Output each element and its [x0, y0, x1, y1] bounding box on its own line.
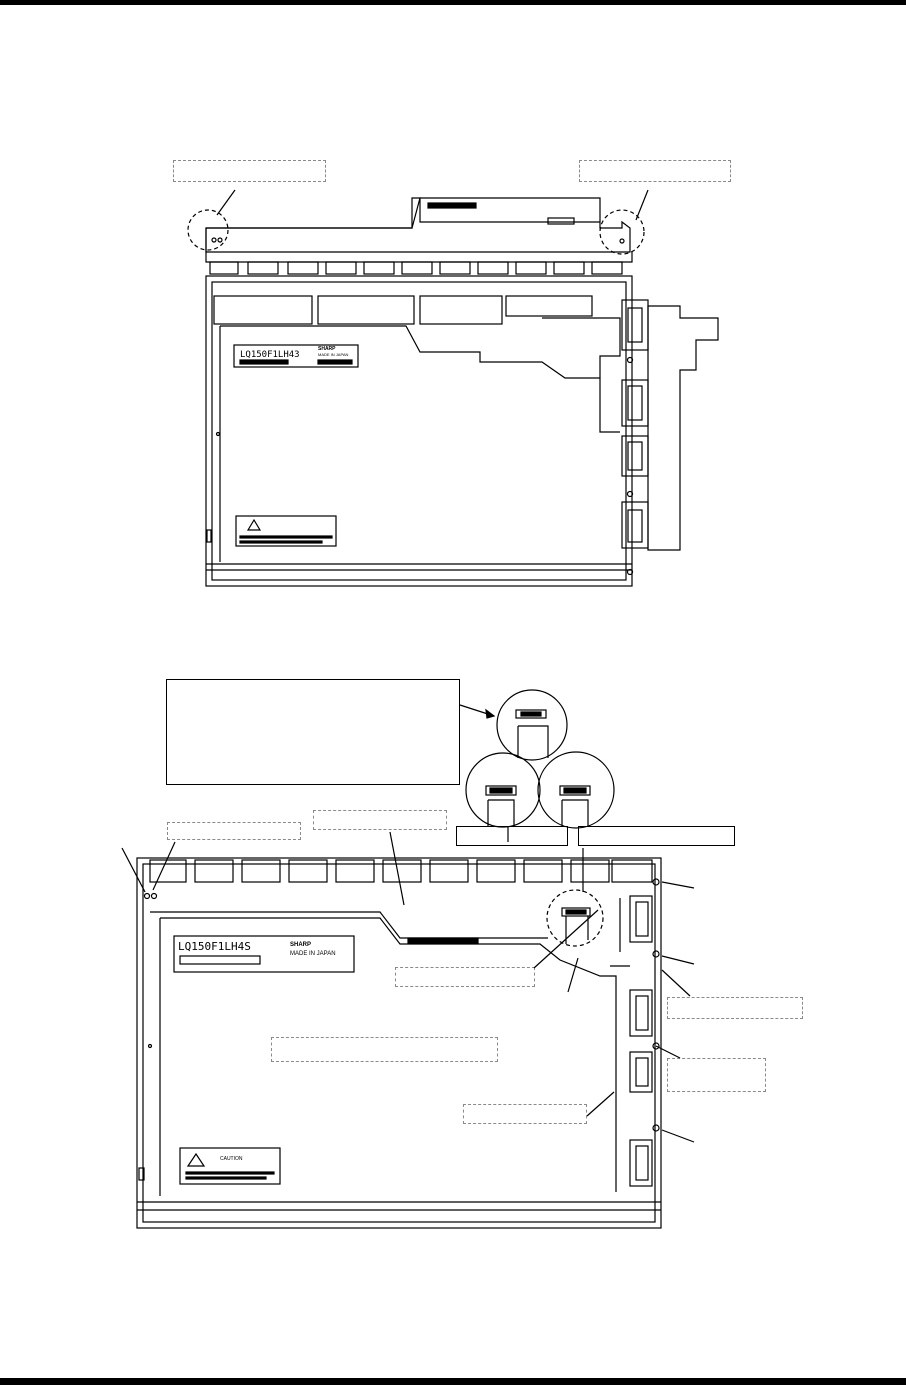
- screw-callout-a: [667, 997, 803, 1019]
- note-box: [166, 679, 460, 785]
- connector-callout-b: [578, 826, 735, 846]
- upper-left-callout: [173, 160, 326, 182]
- screw-callout-b: [667, 1058, 766, 1092]
- header-rule: [0, 0, 906, 5]
- lower-left-callout: [167, 822, 301, 840]
- panel-center-callout: [271, 1037, 498, 1062]
- lower-maker-text: SHARP: [290, 942, 311, 948]
- footer-rule: [0, 1378, 906, 1385]
- lower-madein-text: MADE IN JAPAN: [290, 951, 336, 957]
- bottom-flex-callout: [463, 1104, 587, 1124]
- upper-maker-text: SHARP: [318, 346, 336, 352]
- upper-model-text: LQ150F1LH43: [240, 350, 300, 360]
- upper-right-callout: [579, 160, 731, 182]
- lower-lcd-drawing: [121, 689, 695, 1229]
- upper-lcd-drawing: [187, 189, 719, 587]
- upper-madein-text: MADE IN JAPAN: [318, 352, 348, 357]
- flex-callout: [395, 967, 535, 987]
- lower-caution-text: CAUTION: [220, 1156, 243, 1162]
- lower-model-text: LQ150F1LH4S: [178, 940, 251, 953]
- lower-top-callout: [313, 810, 447, 830]
